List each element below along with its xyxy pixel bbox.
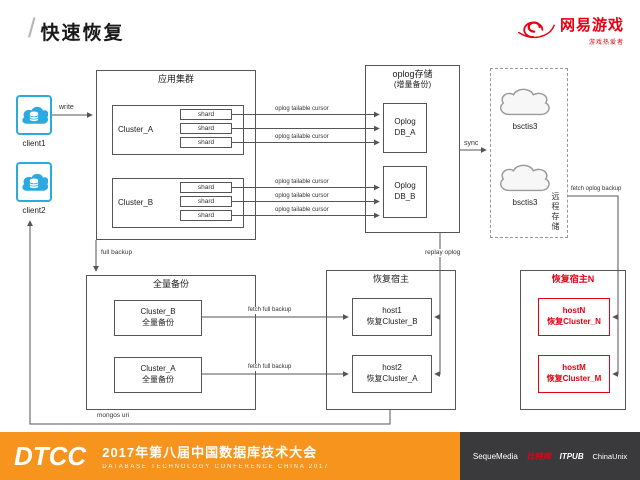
client1-label: client1	[22, 139, 46, 148]
sync-arrow-label: sync	[463, 140, 480, 149]
recovery-host2-line1: host2	[382, 363, 402, 373]
shard-box: shard	[180, 196, 232, 207]
shard-box: shard	[180, 123, 232, 134]
fetch-full-backup-label: fetch full backup	[247, 307, 293, 315]
full-backup-cluster-b-line2: 全量备份	[142, 318, 174, 327]
oplog-db-a-box: Oplog DB_A	[383, 103, 427, 153]
netease-logo-text: 网易游戏	[559, 17, 624, 34]
oplog-cursor-label: oplog tailable cursor	[274, 106, 330, 114]
recovery-host2-box: host2 恢复Cluster_A	[352, 355, 432, 393]
oplog-cursor-label: oplog tailable cursor	[274, 134, 330, 142]
remote-cloud1-label: bsctis3	[512, 122, 538, 131]
conference-text-block: 2017年第八届中国数据库技术大会 DATABASE TECHNOLOGY CO…	[102, 442, 329, 470]
cloud-icon	[500, 88, 550, 116]
fetch-oplog-backup-label: fetch oplog backup	[570, 186, 623, 194]
remote-cloud2-label: bsctis3	[512, 198, 538, 207]
recovery-hostn-box: hostN 恢复Cluster_N	[538, 298, 610, 336]
full-backup-cluster-b-box: Cluster_B 全量备份	[114, 300, 202, 336]
footer-conference-section: DTCC 2017年第八届中国数据库技术大会 DATABASE TECHNOLO…	[0, 432, 460, 480]
footer-bar: DTCC 2017年第八届中国数据库技术大会 DATABASE TECHNOLO…	[0, 432, 640, 480]
oplog-store-title: oplog存储	[392, 69, 433, 79]
netease-logo-text-column: 网易游戏 游戏热爱者	[560, 14, 624, 46]
shard-box: shard	[180, 182, 232, 193]
full-backup-cluster-a-line2: 全量备份	[142, 375, 174, 384]
shard-box: shard	[180, 109, 232, 120]
page-title: 快速恢复	[40, 23, 125, 44]
oplog-db-a-line2: DB_A	[394, 128, 416, 137]
oplog-db-b-box: Oplog DB_B	[383, 166, 427, 218]
client2-cloud-db-icon	[22, 173, 48, 191]
app-cluster-title: 应用集群	[157, 74, 194, 84]
oplog-store-subtitle: (增量备份)	[393, 80, 432, 90]
full-backup-title: 全量备份	[152, 279, 189, 289]
oplog-db-b-line2: DB_B	[394, 192, 416, 201]
recovery-host1-box: host1 恢复Cluster_B	[352, 298, 432, 336]
oplog-cursor-label: oplog tailable cursor	[274, 193, 330, 201]
recovery-host2-line2: 恢复Cluster_A	[366, 374, 418, 383]
recovery-hostn-line2: 恢复Cluster_N	[547, 317, 601, 326]
oplog-db-a-line1: Oplog	[394, 117, 416, 127]
slide-header: / 快速恢复	[28, 13, 125, 45]
cluster-a-label: Cluster_A	[118, 125, 154, 134]
dtcc-logo: DTCC	[14, 441, 87, 471]
sponsor-logo-bitnet: 比特网	[526, 451, 551, 461]
shard-box: shard	[180, 210, 232, 221]
netease-logo: 网易游戏 游戏热爱者	[516, 14, 624, 46]
client2-label: client2	[22, 206, 46, 215]
footer-sponsors-section: SequeMedia 比特网 ITPUB ChinaUnix	[460, 432, 640, 480]
write-arrow-label: write	[58, 104, 75, 113]
cloud-icon	[500, 164, 550, 192]
title-slash-decoration: /	[28, 13, 36, 43]
full-backup-cluster-a-box: Cluster_A 全量备份	[114, 357, 202, 393]
client1-icon-box	[16, 95, 52, 135]
client1-cloud-db-icon	[22, 106, 48, 124]
recovery-hostm-line2: 恢复Cluster_M	[546, 374, 602, 383]
remote-storage-title: 远程存储	[551, 192, 560, 232]
conference-title: 2017年第八届中国数据库技术大会	[102, 445, 318, 460]
oplog-cursor-label: oplog tailable cursor	[274, 179, 330, 187]
shard-box: shard	[180, 137, 232, 148]
full-backup-label: full backup	[100, 249, 134, 257]
recovery-host1-line2: 恢复Cluster_B	[366, 317, 418, 326]
netease-swirl-icon	[517, 21, 555, 39]
cluster-b-label: Cluster_B	[118, 198, 154, 207]
conference-subtitle: DATABASE TECHNOLOGY CONFERENCE CHINA 201…	[102, 464, 330, 470]
replay-oplog-label: replay oplog	[424, 249, 462, 257]
sponsor-logo-sequemedia: SequeMedia	[472, 451, 518, 461]
full-backup-cluster-b-line1: Cluster_B	[140, 307, 176, 317]
recovery-hostn-line1: hostN	[562, 306, 586, 316]
oplog-db-b-line1: Oplog	[394, 181, 416, 191]
full-backup-cluster-a-line1: Cluster_A	[140, 364, 176, 374]
fetch-full-backup-label: fetch full backup	[247, 364, 293, 372]
recovery-hostm-box: hostM 恢复Cluster_M	[538, 355, 610, 393]
client2-icon-box	[16, 162, 52, 202]
oplog-cursor-label: oplog tailable cursor	[274, 207, 330, 215]
sponsor-logo-chinaunix: ChinaUnix	[592, 451, 628, 461]
recovery-host-title: 恢复宿主	[372, 274, 409, 284]
mongos-uri-label: mongos uri	[96, 412, 131, 420]
recovery-hostm-line1: hostM	[562, 363, 586, 373]
netease-logo-tagline: 游戏热爱者	[588, 40, 624, 46]
recovery-host1-line1: host1	[382, 306, 402, 316]
sponsor-logo-itpub: ITPUB	[559, 451, 584, 461]
recovery-host-n-title: 恢复宿主N	[551, 274, 595, 284]
